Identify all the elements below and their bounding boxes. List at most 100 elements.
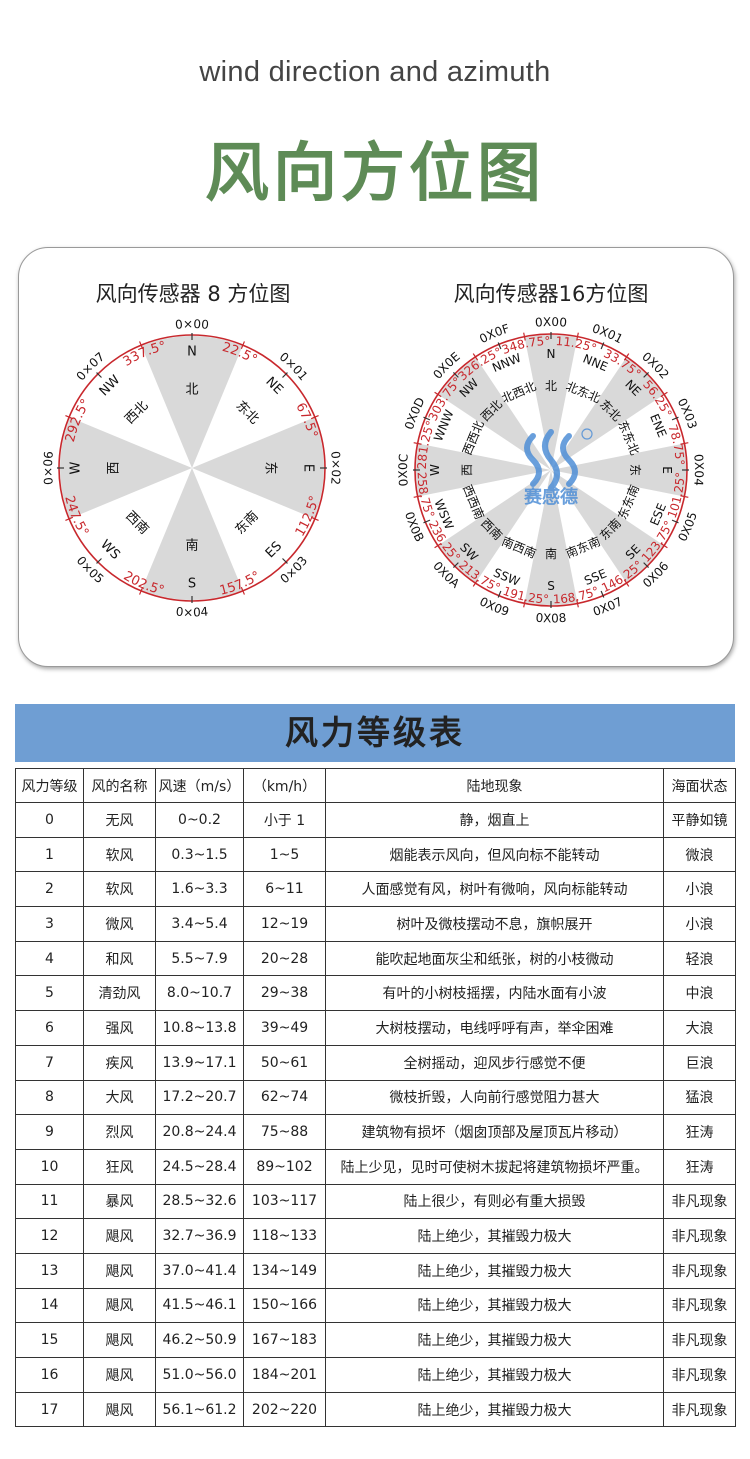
table-cell: 大风 — [83, 1079, 156, 1116]
boundary-tick — [472, 353, 479, 361]
table-cell: 陆上很少，有则必有重大损毁 — [325, 1183, 664, 1220]
table-cell: 6 — [15, 1010, 84, 1046]
boundary-tick — [576, 599, 579, 608]
table-cell: 3.4~5.4 — [155, 906, 244, 942]
table-cell: 建筑物有损坏（烟囱顶部及屋顶瓦片移动） — [325, 1114, 664, 1150]
table-cell: 非凡现象 — [663, 1322, 736, 1358]
table-cell: 陆上绝少，其摧毁力极大 — [325, 1287, 664, 1324]
page-title: 风向方位图 — [205, 137, 545, 211]
table-cell: 静，烟直上 — [325, 802, 664, 838]
table-cell: 0 — [15, 802, 84, 838]
table-cell: 3 — [15, 906, 84, 942]
table-cell: 1~5 — [243, 836, 326, 873]
table-cell: 陆上绝少，其摧毁力极大 — [325, 1218, 664, 1254]
table-cell: 树叶及微枝摆动不息，旗帜展开 — [325, 906, 664, 942]
wind-scale-banner: 风力等级表 — [15, 704, 735, 762]
table-cell: 微浪 — [663, 836, 736, 873]
column-header: 风力等级 — [15, 768, 84, 803]
column-header: 风速（m/s） — [155, 768, 244, 803]
direction-abbr: S — [188, 577, 196, 592]
direction-name: 东 — [263, 461, 278, 474]
table-cell: 巨浪 — [663, 1044, 736, 1081]
table-cell: 人面感觉有风，树叶有微响，风向标能转动 — [325, 871, 664, 908]
table-cell: 20.8~24.4 — [155, 1114, 244, 1150]
direction-tick — [96, 372, 102, 378]
table-cell: 20~28 — [243, 940, 326, 977]
table-cell: 12~19 — [243, 906, 326, 942]
table-cell: 11 — [15, 1183, 84, 1220]
direction-name: 南 — [545, 546, 557, 561]
table-cell: 软风 — [83, 836, 156, 873]
table-cell: 1 — [15, 836, 84, 873]
table-cell: 强风 — [83, 1010, 156, 1046]
column-header: 陆地现象 — [325, 768, 664, 803]
table-cell: 13 — [15, 1252, 84, 1289]
hex-code: 0X0C — [396, 453, 411, 487]
gray-sector — [438, 357, 551, 470]
direction-abbr: E — [301, 464, 316, 472]
hex-code: 0X04 — [691, 454, 706, 487]
brand-logo-text: 赛感德 — [523, 486, 578, 508]
table-cell: 28.5~32.6 — [155, 1183, 244, 1220]
hex-code: 0X00 — [535, 315, 568, 330]
direction-abbr: N — [187, 345, 197, 360]
table-cell: 17.2~20.7 — [155, 1079, 244, 1116]
boundary-tick — [660, 391, 668, 398]
table-cell: 飓风 — [83, 1391, 156, 1428]
table-cell: 37.0~41.4 — [155, 1252, 244, 1289]
table-cell: 微风 — [83, 906, 156, 942]
table-cell: 全树摇动，迎风步行感觉不便 — [325, 1044, 664, 1081]
table-cell: 5 — [15, 975, 84, 1012]
table-cell: 暴风 — [83, 1183, 156, 1220]
table-cell: 8.0~10.7 — [155, 975, 244, 1012]
table-cell: 非凡现象 — [663, 1252, 736, 1289]
table-cell: 和风 — [83, 940, 156, 977]
direction-name: 北 — [545, 379, 557, 393]
gray-sector — [141, 336, 243, 468]
table-cell: 非凡现象 — [663, 1357, 736, 1393]
direction-tick — [497, 590, 502, 598]
table-cell: 32.7~36.9 — [155, 1218, 244, 1254]
hex-code: 0×04 — [175, 605, 208, 620]
direction-tick — [423, 416, 431, 421]
table-cell: 猛浪 — [663, 1079, 736, 1116]
hex-code: 0×00 — [175, 317, 210, 332]
gray-sector — [551, 357, 664, 470]
table-cell: 非凡现象 — [663, 1391, 736, 1428]
direction-abbr: S — [547, 579, 555, 593]
table-cell: 16 — [15, 1357, 84, 1393]
boundary-tick — [660, 542, 668, 549]
table-cell: 41.5~46.1 — [155, 1287, 244, 1324]
table-cell: 陆上绝少，其摧毁力极大 — [325, 1252, 664, 1289]
column-header: 海面状态 — [663, 768, 736, 803]
table-cell: 轻浪 — [663, 940, 736, 977]
table-cell: 烈风 — [83, 1114, 156, 1150]
gray-sector — [141, 468, 243, 600]
boundary-tick — [310, 415, 319, 420]
direction-tick — [423, 519, 431, 524]
table-cell: 75~88 — [243, 1114, 326, 1150]
direction-name: 西 — [460, 464, 474, 476]
column-header: 风的名称 — [83, 768, 156, 803]
table-cell: 狂涛 — [663, 1114, 736, 1150]
table-cell: 平静如镜 — [663, 802, 736, 838]
table-cell: 小浪 — [663, 906, 736, 942]
table-cell: 10.8~13.8 — [155, 1010, 244, 1046]
table-cell: 有叶的小树枝摇摆，内陆水面有小波 — [325, 975, 664, 1012]
boundary-tick — [623, 579, 630, 587]
direction-name: 南 — [185, 538, 198, 554]
direction-abbr: W — [428, 464, 442, 476]
table-cell: 飓风 — [83, 1218, 156, 1254]
table-cell: 8 — [15, 1079, 84, 1116]
brand-logo: 赛感德 — [523, 428, 593, 508]
table-cell: 167~183 — [243, 1322, 326, 1358]
